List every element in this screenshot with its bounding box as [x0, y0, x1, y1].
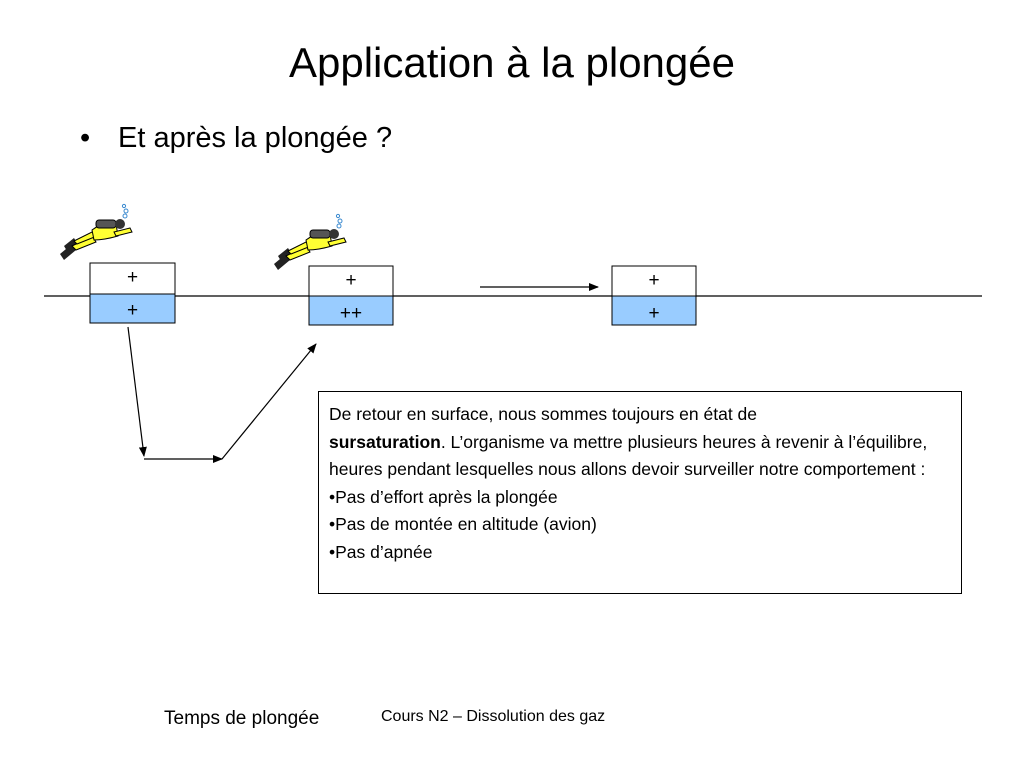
box-3-top-label: + — [648, 270, 660, 291]
box-1-bottom — [89, 293, 176, 324]
info-text-rest: . L’organisme va mettre plusieurs heures… — [329, 431, 928, 480]
box-2-bottom — [308, 295, 394, 326]
diver-icon-surface — [273, 213, 347, 271]
ascent-arrow — [221, 343, 317, 460]
slide-title: Application à la plongée — [288, 39, 735, 86]
box-1-top — [89, 262, 176, 295]
box-2-top-label: + — [345, 270, 357, 291]
info-box: De retour en surface, nous sommes toujou… — [318, 391, 962, 594]
footer-text: Cours N2 – Dissolution des gaz — [381, 708, 606, 725]
box-3-bottom-label: + — [648, 303, 660, 324]
info-item-effort: •Pas d’effort après la plongée — [329, 486, 558, 507]
info-line-1: De retour en surface, nous sommes toujou… — [329, 404, 758, 424]
bullet-dot: • — [80, 122, 91, 154]
box-1-top-label: + — [126, 267, 139, 288]
info-item-altitude: •Pas de montée en altitude (avion) — [329, 514, 597, 534]
info-paragraph: De retour en surface, nous sommes toujou… — [329, 401, 951, 484]
diver-icon-start — [59, 203, 133, 261]
bullet-item: • Et après la plongée ? — [80, 118, 392, 158]
bullet-text: Et après la plongée ? — [118, 122, 393, 154]
box-1-bottom-label: + — [126, 300, 139, 321]
box-2-bottom-label: ++ — [339, 303, 363, 324]
info-bold-term: sursaturation — [329, 431, 441, 452]
info-item-apnea: •Pas d’apnée — [329, 541, 433, 562]
descent-arrow — [127, 326, 147, 457]
box-3-bottom — [611, 295, 697, 326]
time-label: Temps de plongée — [164, 708, 320, 729]
